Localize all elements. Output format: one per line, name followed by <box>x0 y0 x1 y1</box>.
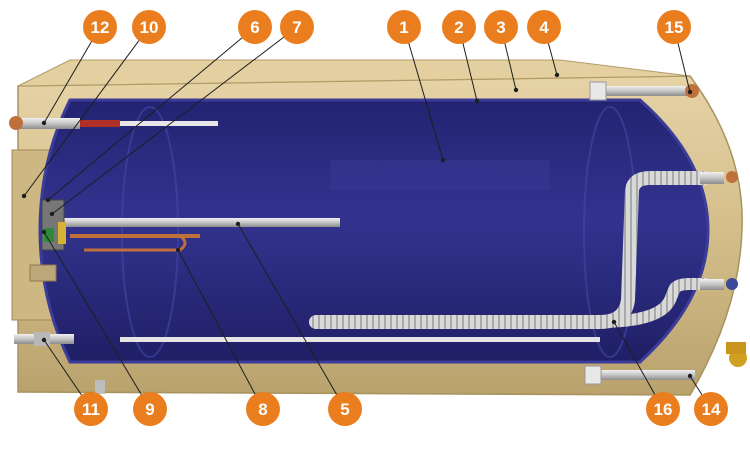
callout-number: 10 <box>140 18 159 37</box>
brass-valve-body <box>726 342 746 354</box>
leader-dot-15 <box>687 89 693 95</box>
callout-number: 9 <box>145 400 154 419</box>
hot-outlet-end <box>685 84 699 98</box>
top-left-fitting <box>14 118 80 129</box>
callout-badge-10: 10 <box>132 10 166 44</box>
callout-badge-4: 4 <box>527 10 561 44</box>
callout-badge-2: 2 <box>442 10 476 44</box>
callout-number: 8 <box>258 400 267 419</box>
leader-line-12 <box>43 26 101 124</box>
leader-line-5 <box>237 223 346 410</box>
thermostat-yellow <box>58 222 66 244</box>
callout-badge-12: 12 <box>83 10 117 44</box>
leader-line-9 <box>43 231 151 410</box>
callout-badge-circle <box>694 392 728 426</box>
leader-dot-16 <box>611 319 617 325</box>
leader-line-1 <box>403 26 444 161</box>
leader-dot-4 <box>554 72 560 78</box>
callout-badge-circle <box>74 392 108 426</box>
callout-badge-16: 16 <box>646 392 680 426</box>
hot-outlet-fitting <box>589 81 607 101</box>
leader-dot-11 <box>41 337 47 343</box>
leader-dot-1 <box>440 157 446 163</box>
callout-number: 7 <box>292 18 301 37</box>
leader-line-8 <box>177 249 264 410</box>
coil-outlet-top <box>700 172 724 184</box>
leader-dot-14 <box>687 373 693 379</box>
callout-number: 3 <box>496 18 505 37</box>
callout-badge-1: 1 <box>387 10 421 44</box>
callout-badge-circle <box>387 10 421 44</box>
heating-element-rod <box>60 218 340 227</box>
callout-badge-5: 5 <box>328 392 362 426</box>
callout-badge-circle <box>280 10 314 44</box>
callout-badge-11: 11 <box>74 392 108 426</box>
control-box-detail <box>29 264 57 282</box>
callout-number: 14 <box>702 400 721 419</box>
callout-badge-circle <box>484 10 518 44</box>
leader-dot-9 <box>41 229 47 235</box>
coil-port-bottom <box>726 278 738 290</box>
cold-inlet-band <box>34 332 50 346</box>
leader-dot-3 <box>513 87 519 93</box>
callout-badge-circle <box>132 10 166 44</box>
coil-port-top <box>726 171 738 183</box>
callout-badge-15: 15 <box>657 10 691 44</box>
leader-line-6 <box>47 26 256 201</box>
callout-badge-circle <box>527 10 561 44</box>
callout-badge-circle <box>442 10 476 44</box>
tank-highlight <box>330 160 550 190</box>
heat-exchanger-coil-lower <box>594 278 711 328</box>
callout-badge-8: 8 <box>246 392 280 426</box>
callout-number: 2 <box>454 18 463 37</box>
leader-dot-12 <box>41 120 47 126</box>
callout-badge-14: 14 <box>694 392 728 426</box>
callout-badge-3: 3 <box>484 10 518 44</box>
leader-dot-6 <box>45 197 51 203</box>
tank-band-left <box>121 106 179 358</box>
callout-number: 1 <box>399 18 408 37</box>
bottom-right-fitting <box>584 365 602 385</box>
leader-dot-7 <box>49 211 55 217</box>
copper-element-top <box>70 234 200 238</box>
leader-dot-5 <box>235 221 241 227</box>
callout-badge-circle <box>657 10 691 44</box>
casing-top-face <box>17 59 691 87</box>
callout-number: 15 <box>665 18 684 37</box>
leader-line-7 <box>51 26 298 215</box>
top-left-fitting-end <box>9 116 23 130</box>
callout-number: 4 <box>539 18 549 37</box>
callout-number: 16 <box>654 400 673 419</box>
callout-badge-7: 7 <box>280 10 314 44</box>
leader-line-10 <box>23 26 150 197</box>
bottom-rod <box>120 337 600 342</box>
callout-badge-circle <box>238 10 272 44</box>
thermostat-green <box>44 228 54 242</box>
callout-badge-6: 6 <box>238 10 272 44</box>
callout-badge-circle <box>83 10 117 44</box>
callout-badge-circle <box>646 392 680 426</box>
hot-outlet-pipe <box>590 86 695 96</box>
callout-number: 12 <box>91 18 110 37</box>
sensor-pocket <box>80 121 218 126</box>
leader-lines <box>21 26 712 410</box>
callout-number: 6 <box>250 18 259 37</box>
leader-dot-8 <box>175 247 181 253</box>
sensor-pocket-red <box>80 120 120 127</box>
coil-outlet-bottom <box>700 279 724 290</box>
callout-badge-circle <box>328 392 362 426</box>
leader-dot-10 <box>21 193 27 199</box>
leader-dot-2 <box>474 98 480 104</box>
callout-number: 5 <box>340 400 349 419</box>
callout-badge-circle <box>133 392 167 426</box>
bottom-right-pipe <box>585 370 695 380</box>
callout-badge-9: 9 <box>133 392 167 426</box>
support-foot <box>95 380 105 394</box>
callout-number: 11 <box>82 400 100 419</box>
callout-badge-circle <box>246 392 280 426</box>
